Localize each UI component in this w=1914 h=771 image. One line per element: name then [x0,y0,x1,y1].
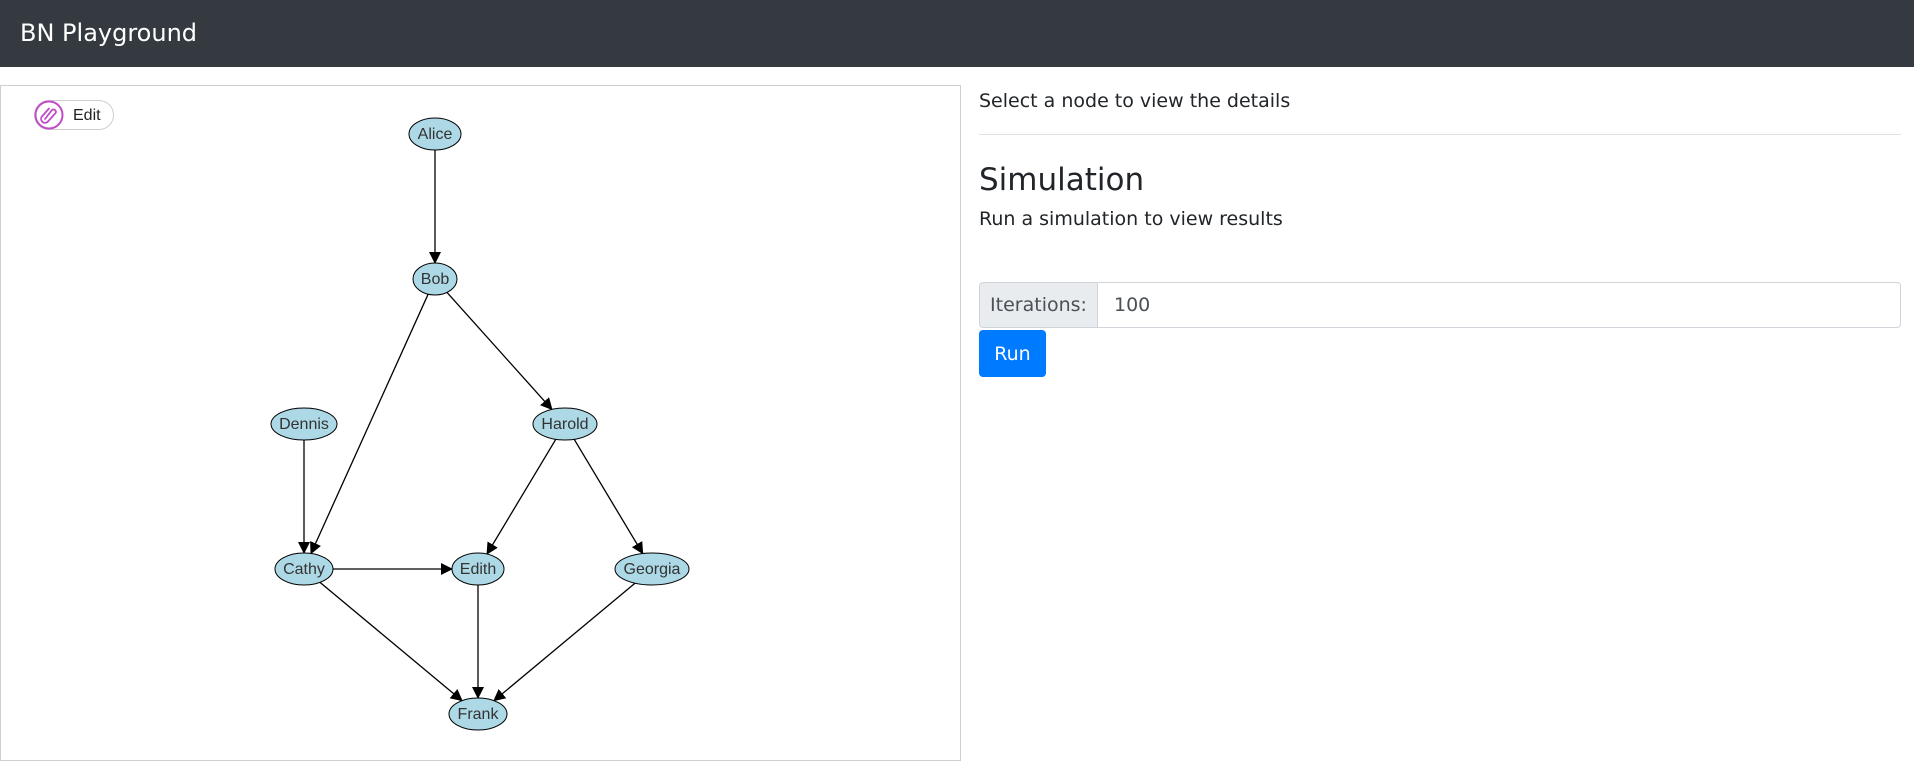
navbar: BN Playground [0,0,1914,67]
node-label: Alice [418,126,453,143]
node-shape[interactable] [270,407,338,441]
paperclip-icon [34,100,64,130]
node-dennis[interactable]: Dennis [270,407,338,441]
node-georgia[interactable]: Georgia [614,552,690,586]
node-shape[interactable] [448,697,508,731]
edit-label: Edit [73,107,101,124]
node-label: Dennis [279,416,329,433]
node-shape[interactable] [274,552,334,586]
simulation-title: Simulation [979,162,1145,198]
edge-bob-harold [446,291,553,411]
edge-bob-cathy [310,293,429,555]
edge-harold-georgia [573,438,644,555]
edge-harold-edith [486,438,557,555]
divider [979,134,1901,135]
simulation-subtitle: Run a simulation to view results [979,208,1283,230]
edge-cathy-frank [319,581,463,702]
node-label: Harold [541,416,588,433]
iterations-input[interactable] [1097,282,1901,328]
node-bob[interactable]: Bob [412,262,458,296]
edit-button[interactable]: Edit [34,100,114,130]
node-label: Frank [458,706,500,723]
node-label: Cathy [283,561,325,578]
app-brand[interactable]: BN Playground [20,19,198,47]
node-alice[interactable]: Alice [408,117,462,151]
run-button[interactable]: Run [979,330,1046,377]
node-edith[interactable]: Edith [451,552,505,586]
node-shape[interactable] [412,262,458,296]
node-details-hint: Select a node to view the details [979,90,1291,112]
node-frank[interactable]: Frank [448,697,508,731]
node-cathy[interactable]: Cathy [274,552,334,586]
iterations-label: Iterations: [979,282,1098,328]
node-shape[interactable] [451,552,505,586]
node-label: Bob [421,271,450,288]
node-harold[interactable]: Harold [532,407,598,441]
node-shape[interactable] [614,552,690,586]
iterations-input-group: Iterations: [979,282,1901,328]
node-shape[interactable] [532,407,598,441]
node-shape[interactable] [408,117,462,151]
edge-georgia-frank [493,582,636,702]
node-label: Edith [460,561,496,578]
node-label: Georgia [624,561,681,578]
